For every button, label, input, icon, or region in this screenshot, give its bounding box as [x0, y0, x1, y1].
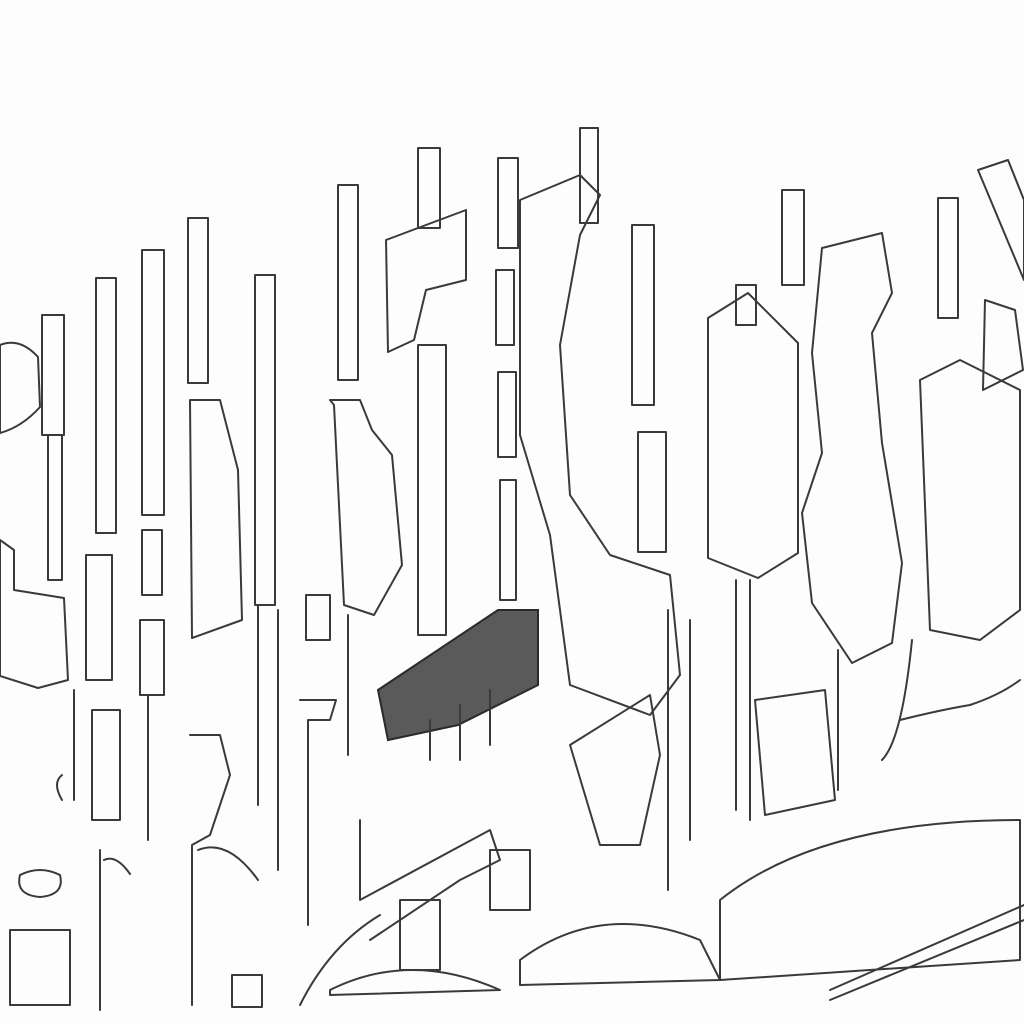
column-9 — [707, 284, 836, 821]
ground-machinery — [9, 819, 1024, 1006]
column-6 — [305, 184, 403, 756]
right-edge-structure — [919, 159, 1024, 641]
dark-block — [376, 609, 539, 761]
column-2 — [85, 277, 131, 1011]
column-5 — [231, 274, 337, 1008]
column-8 — [495, 157, 519, 601]
column-1 — [41, 314, 75, 801]
left-edge-fragments — [0, 341, 69, 689]
column-4 — [187, 217, 259, 1006]
cobbled-tower-right — [781, 189, 1021, 791]
column-7 — [385, 147, 467, 636]
cobbled-tower — [519, 127, 691, 891]
column-3 — [139, 249, 165, 841]
